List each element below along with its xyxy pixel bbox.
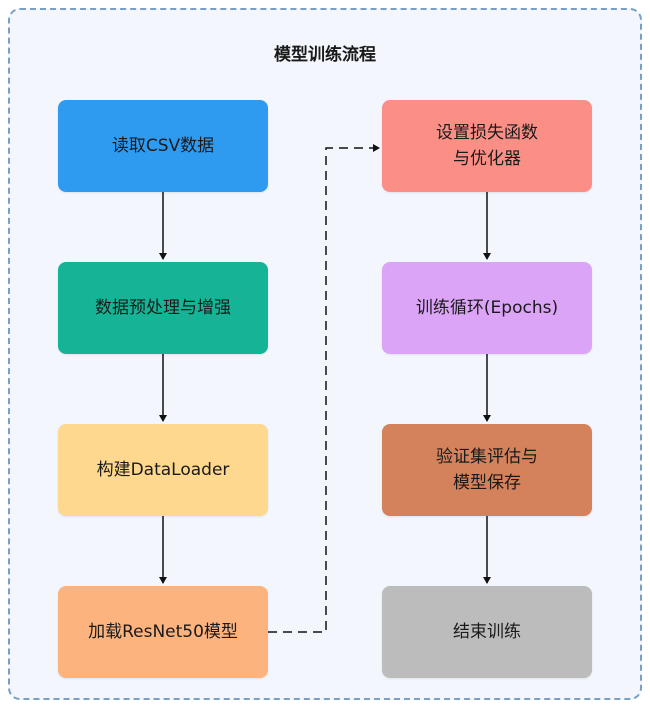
node-validate-save: 验证集评估与 模型保存	[382, 424, 592, 516]
node-end-training: 结束训练	[382, 586, 592, 678]
node-preprocess: 数据预处理与增强	[58, 262, 268, 354]
node-dataloader: 构建DataLoader	[58, 424, 268, 516]
diagram-title: 模型训练流程	[274, 45, 376, 65]
node-train-loop: 训练循环(Epochs)	[382, 262, 592, 354]
node-loss-optimizer: 设置损失函数 与优化器	[382, 100, 592, 192]
node-load-model: 加载ResNet50模型	[58, 586, 268, 678]
node-read-csv: 读取CSV数据	[58, 100, 268, 192]
